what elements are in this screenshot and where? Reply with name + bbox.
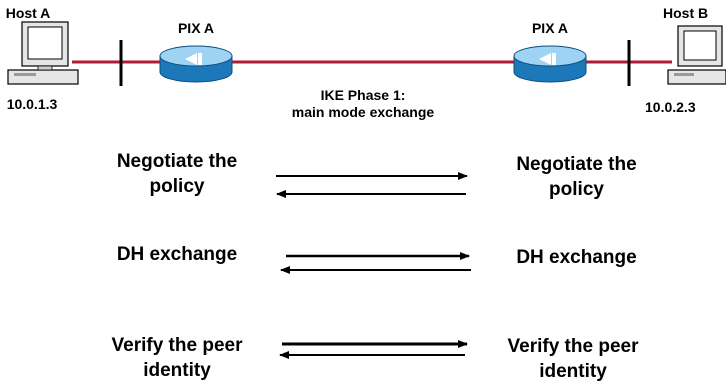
step2-left-line1: DH exchange: [116, 244, 238, 265]
step2-left-label: DH exchange: [92, 243, 262, 268]
desktop-computer-icon: [667, 25, 726, 85]
step3-left-line2: identity: [143, 359, 211, 381]
step3-right-line2: identity: [539, 360, 607, 382]
step1-right-line1: Negotiate the: [516, 154, 637, 175]
step3-right-line1: Verify the peer: [507, 336, 639, 357]
pix-right-name: PIX A: [531, 20, 569, 36]
step1-right-line2: policy: [549, 178, 604, 200]
step1-left-line2: policy: [149, 175, 205, 197]
step2-right-line1: DH exchange: [516, 247, 637, 268]
host-left-ip: 10.0.1.3: [6, 96, 58, 112]
step1-left-label: Negotiate the policy: [92, 150, 262, 199]
step2-right-label: DH exchange: [489, 246, 664, 271]
pix-firewall-icon: [159, 45, 233, 83]
link-label-line1: IKE Phase 1:: [320, 87, 406, 103]
link-label-line2: main mode exchange: [291, 104, 435, 120]
pix-left-name: PIX A: [177, 20, 215, 36]
step1-right-label: Negotiate the policy: [489, 153, 664, 202]
host-left-name: Host A: [5, 5, 51, 21]
host-right-ip: 10.0.2.3: [645, 99, 696, 115]
step1-left-line1: Negotiate the: [116, 151, 238, 172]
pix-firewall-icon: [513, 45, 587, 83]
step3-left-label: Verify the peer identity: [82, 334, 272, 383]
desktop-computer-icon: [7, 21, 79, 85]
step3-left-line1: Verify the peer: [111, 335, 243, 356]
step3-right-label: Verify the peer identity: [478, 335, 668, 384]
host-right-name: Host B: [663, 5, 709, 21]
